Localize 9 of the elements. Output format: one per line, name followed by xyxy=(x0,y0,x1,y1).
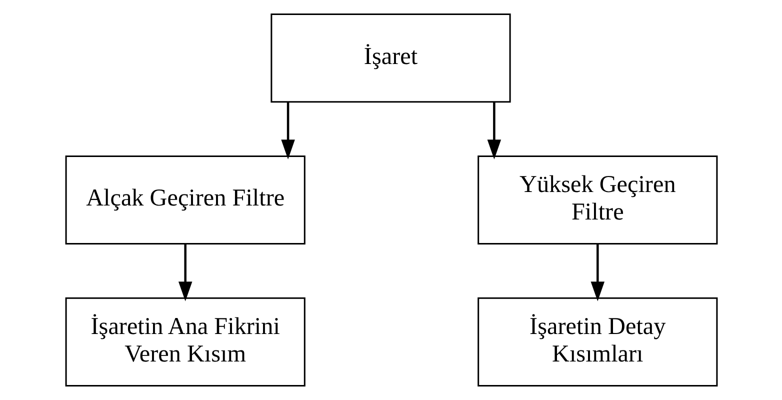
arrow xyxy=(280,102,294,160)
node-box: İşaretin Detay Kısımları xyxy=(477,297,718,387)
arrow xyxy=(486,102,501,160)
arrow xyxy=(590,244,604,302)
node-box: Alçak Geçiren Filtre xyxy=(64,155,305,245)
node-box: İşaret xyxy=(270,13,510,103)
node-box: İşaretin Ana Fikrini Veren Kısım xyxy=(64,297,305,387)
arrow xyxy=(178,244,192,302)
node-box: Yüksek Geçiren Filtre xyxy=(477,155,718,245)
